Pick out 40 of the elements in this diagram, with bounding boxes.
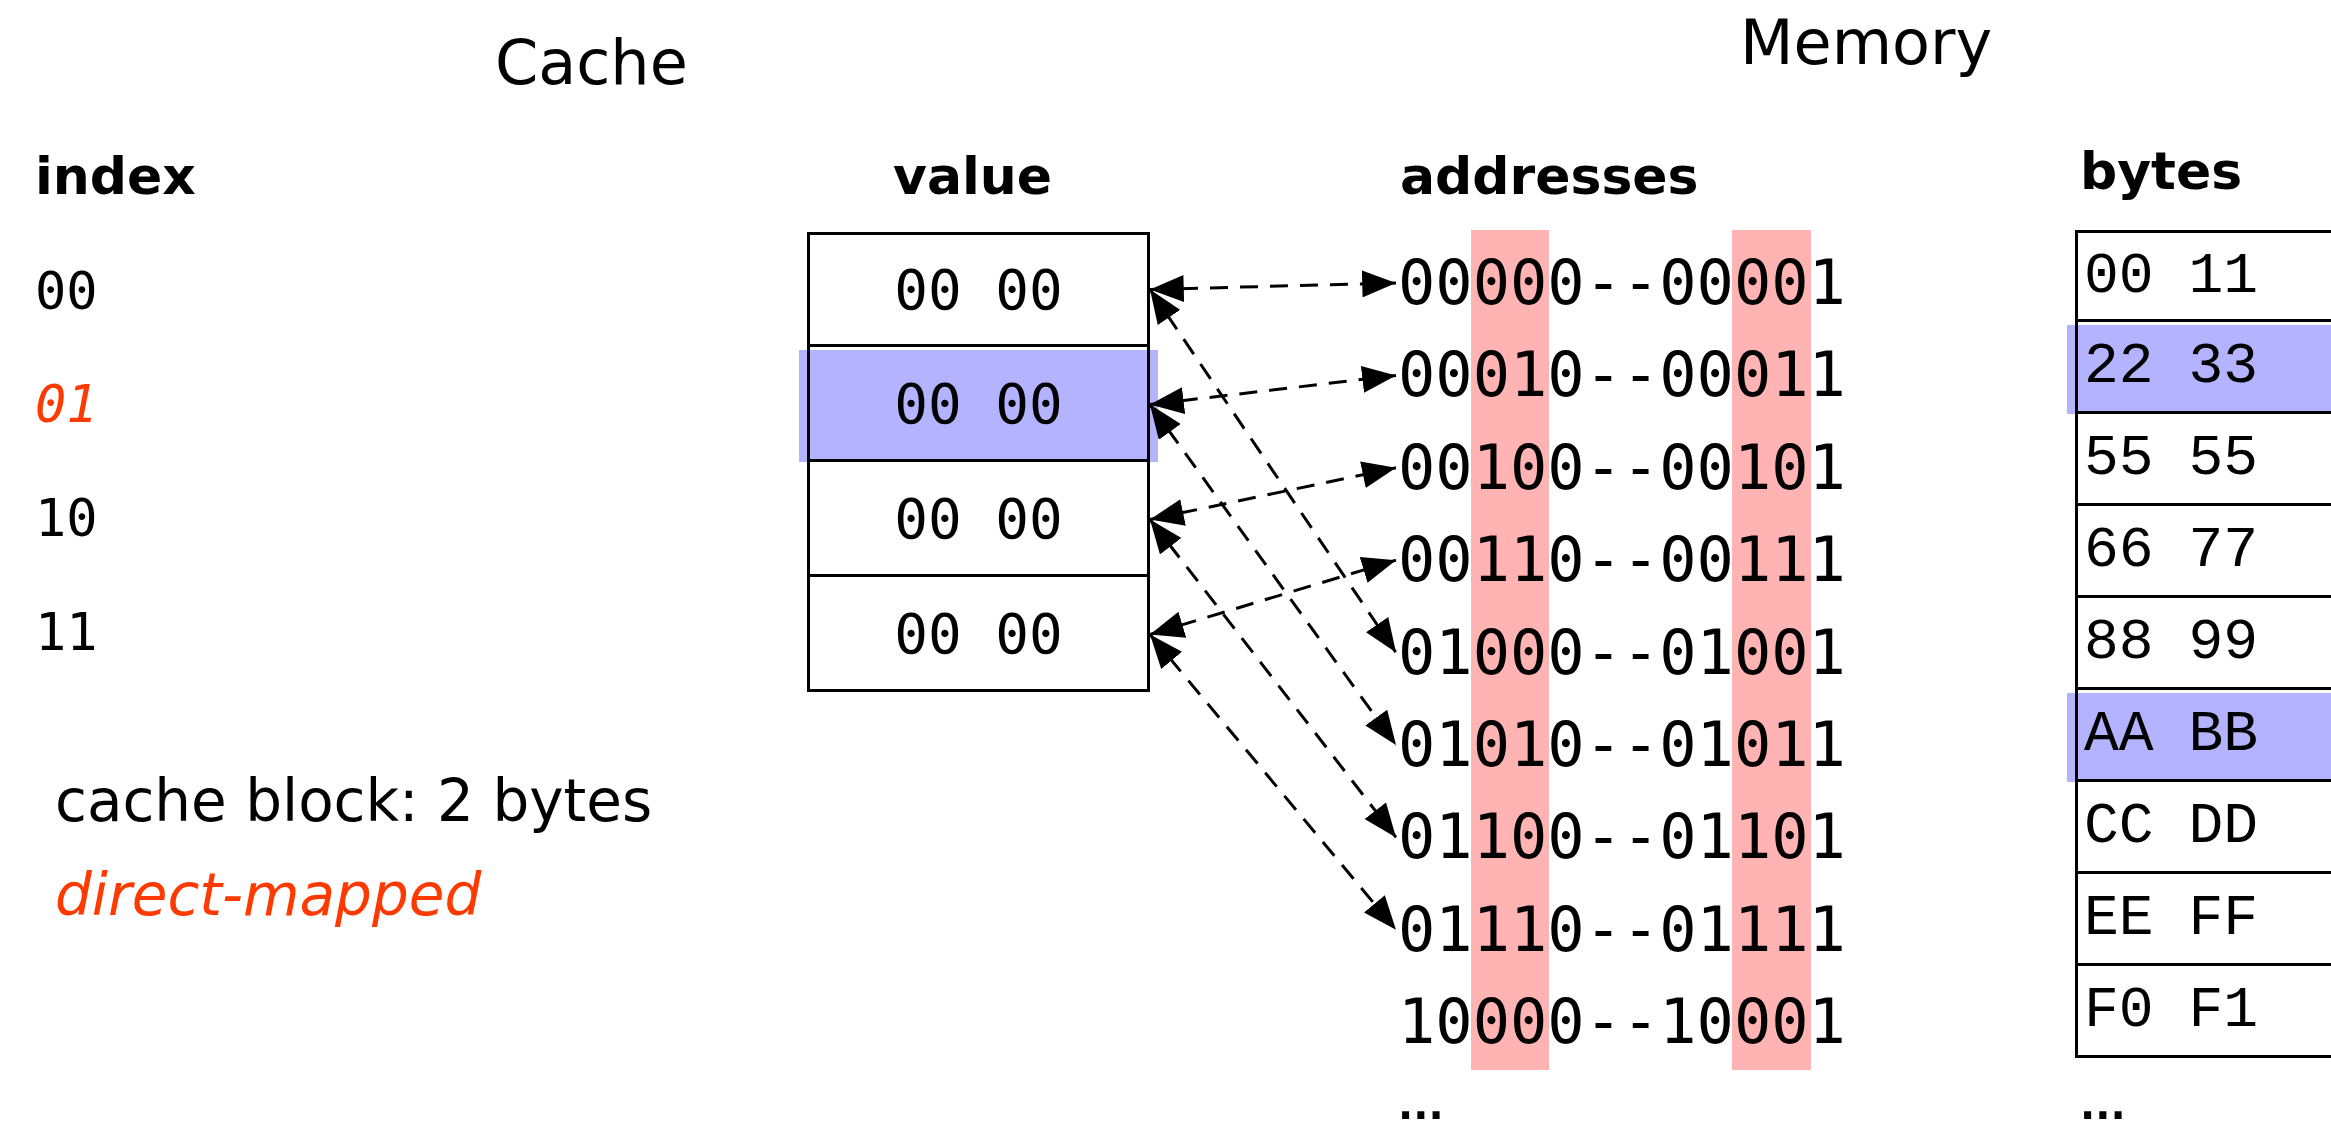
dashed-arrow xyxy=(1149,270,1397,303)
memory-byte-cell: 00 11 xyxy=(2075,230,2331,322)
dashed-arrow xyxy=(1148,633,1398,931)
index-number: 10 xyxy=(35,492,98,544)
cache-line-cell: 00 00 xyxy=(807,462,1150,577)
address-text: 00100--00101 xyxy=(1398,436,1846,499)
address-text: 00010--00011 xyxy=(1398,344,1846,407)
address-text: 01000--01001 xyxy=(1398,621,1846,684)
address-text: 00000--00001 xyxy=(1398,252,1846,314)
ellipsis: ... xyxy=(1398,1085,1444,1124)
ellipsis: ... xyxy=(2080,1085,2126,1124)
dashed-arrow xyxy=(1148,518,1398,839)
memory-byte-cell: 88 99 xyxy=(2075,598,2331,690)
memory-byte-cell: 66 77 xyxy=(2075,506,2331,598)
column-header: value xyxy=(893,150,1053,202)
cache-line-cell: 00 00 xyxy=(807,347,1150,462)
memory-byte-cell: 22 33 xyxy=(2075,322,2331,414)
index-number: 00 xyxy=(35,265,98,317)
cache-line-cell: 00 00 xyxy=(807,232,1150,347)
column-header: addresses xyxy=(1400,150,1699,202)
dashed-arrow xyxy=(1149,557,1397,638)
dashed-arrow xyxy=(1148,403,1398,746)
address-text: 01010--01011 xyxy=(1398,714,1846,776)
memory-byte-cell: CC DD xyxy=(2075,782,2331,874)
dashed-arrow xyxy=(1149,461,1397,526)
dashed-arrow xyxy=(1148,288,1398,654)
address-text: 10000--10001 xyxy=(1398,991,1846,1054)
memory-byte-cell: 55 55 xyxy=(2075,414,2331,506)
index-number: 11 xyxy=(35,606,98,658)
memory-byte-cell: EE FF xyxy=(2075,874,2331,966)
index-number: 01 xyxy=(35,378,98,430)
memory-byte-cell: AA BB xyxy=(2075,690,2331,782)
address-text: 01100--01101 xyxy=(1398,806,1846,869)
dashed-arrow xyxy=(1149,365,1397,414)
memory-byte-cell: F0 F1 xyxy=(2075,966,2331,1058)
heading: Cache xyxy=(495,32,688,94)
address-text: 01110--01111 xyxy=(1398,898,1846,961)
address-text: 00110--00111 xyxy=(1398,529,1846,592)
cache-line-cell: 00 00 xyxy=(807,577,1150,692)
column-header: index xyxy=(35,150,196,202)
